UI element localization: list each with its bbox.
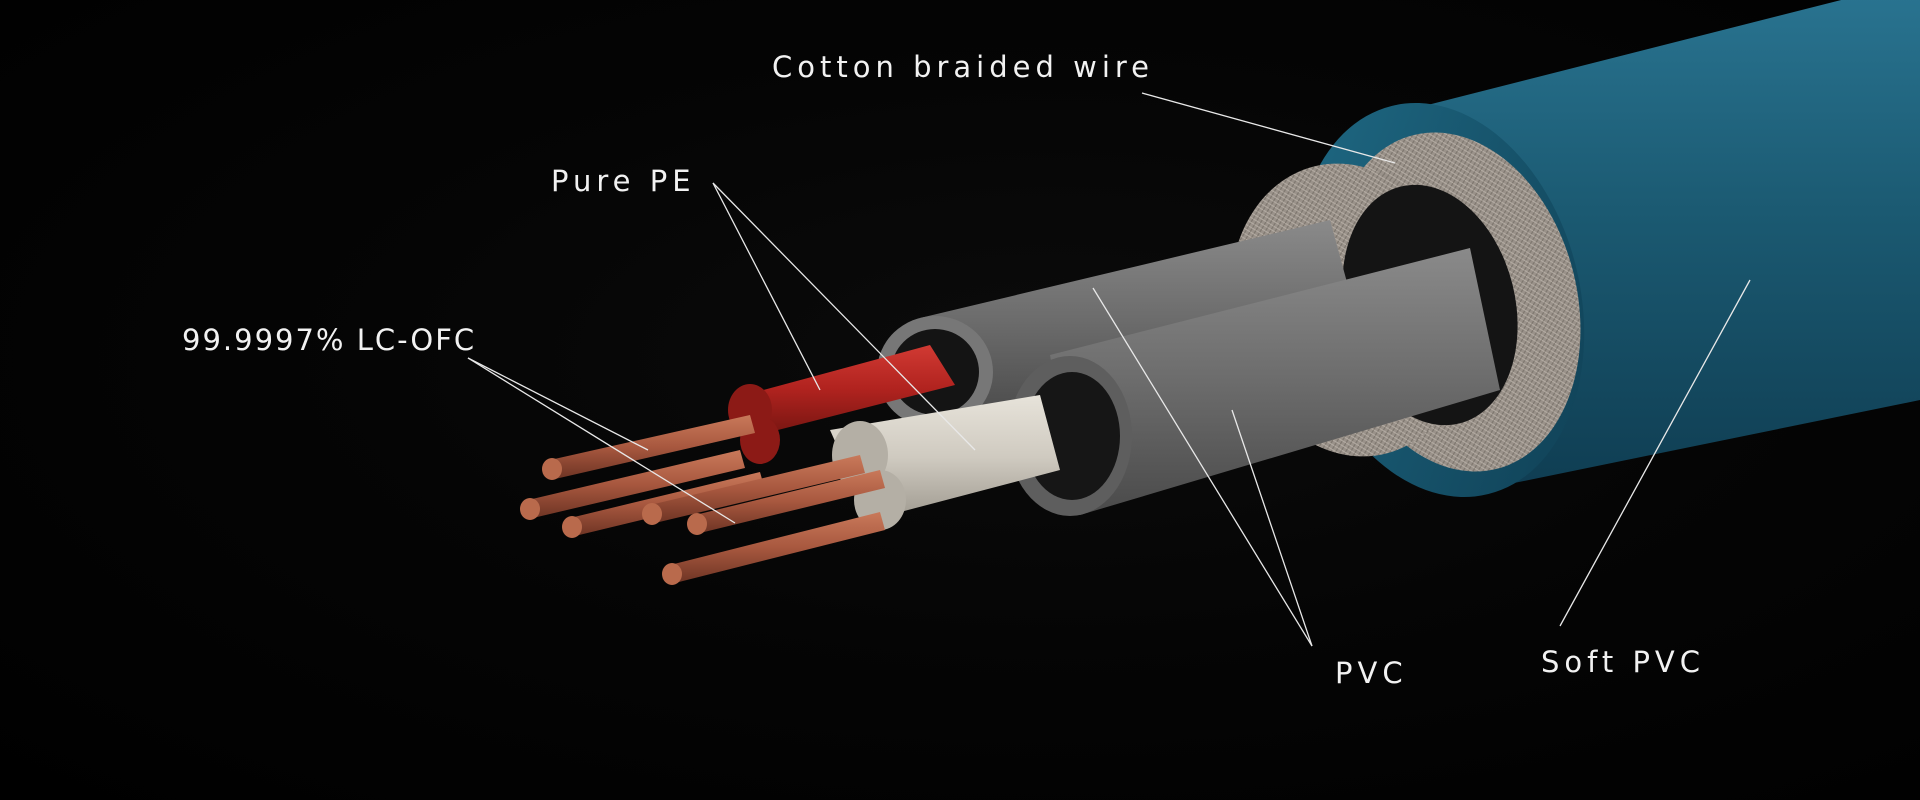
leader-lines bbox=[467, 92, 1751, 647]
label-cotton-braided-wire: Cotton braided wire bbox=[772, 50, 1155, 84]
copper-strands bbox=[520, 415, 885, 585]
label-soft-pvc: Soft PVC bbox=[1541, 645, 1706, 679]
white-pe-insulation bbox=[830, 395, 1060, 530]
leader-pvc-1 bbox=[1092, 287, 1313, 647]
leader-ofc-1 bbox=[467, 357, 649, 451]
label-lc-ofc: 99.9997% LC-OFC bbox=[182, 323, 477, 357]
leader-ofc-2 bbox=[467, 357, 736, 524]
leader-pe-white bbox=[712, 182, 976, 451]
leader-pe-red bbox=[712, 182, 821, 391]
leader-cotton bbox=[1141, 92, 1396, 164]
label-pvc: PVC bbox=[1335, 656, 1408, 690]
label-pure-pe: Pure PE bbox=[551, 164, 696, 198]
leader-soft-pvc bbox=[1559, 279, 1751, 627]
leader-pvc-2 bbox=[1231, 409, 1313, 647]
